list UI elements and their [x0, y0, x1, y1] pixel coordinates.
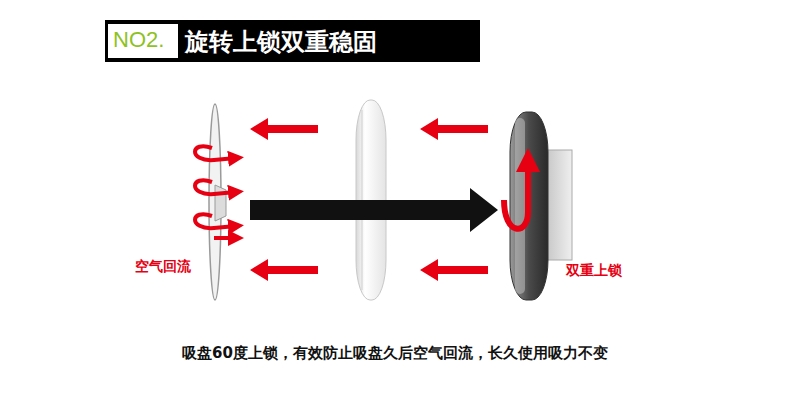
suction-cup-right — [510, 112, 572, 300]
flow-label: 空气回流 — [135, 258, 191, 276]
title-text: 旋转上锁双重稳固 — [185, 26, 377, 58]
caption-text: 吸盘60度上锁，有效防止吸盘久后空气回流，长久使用吸力不变 — [182, 344, 608, 363]
air-backflow-arrows — [195, 146, 236, 238]
motion-arrow — [250, 188, 498, 232]
title-bar — [105, 20, 480, 62]
step-number: NO2. — [113, 27, 164, 53]
lock-label: 双重上锁 — [566, 262, 622, 280]
rotation-arrow — [504, 160, 528, 229]
suction-cup-left — [209, 104, 226, 300]
number-badge — [108, 24, 178, 58]
